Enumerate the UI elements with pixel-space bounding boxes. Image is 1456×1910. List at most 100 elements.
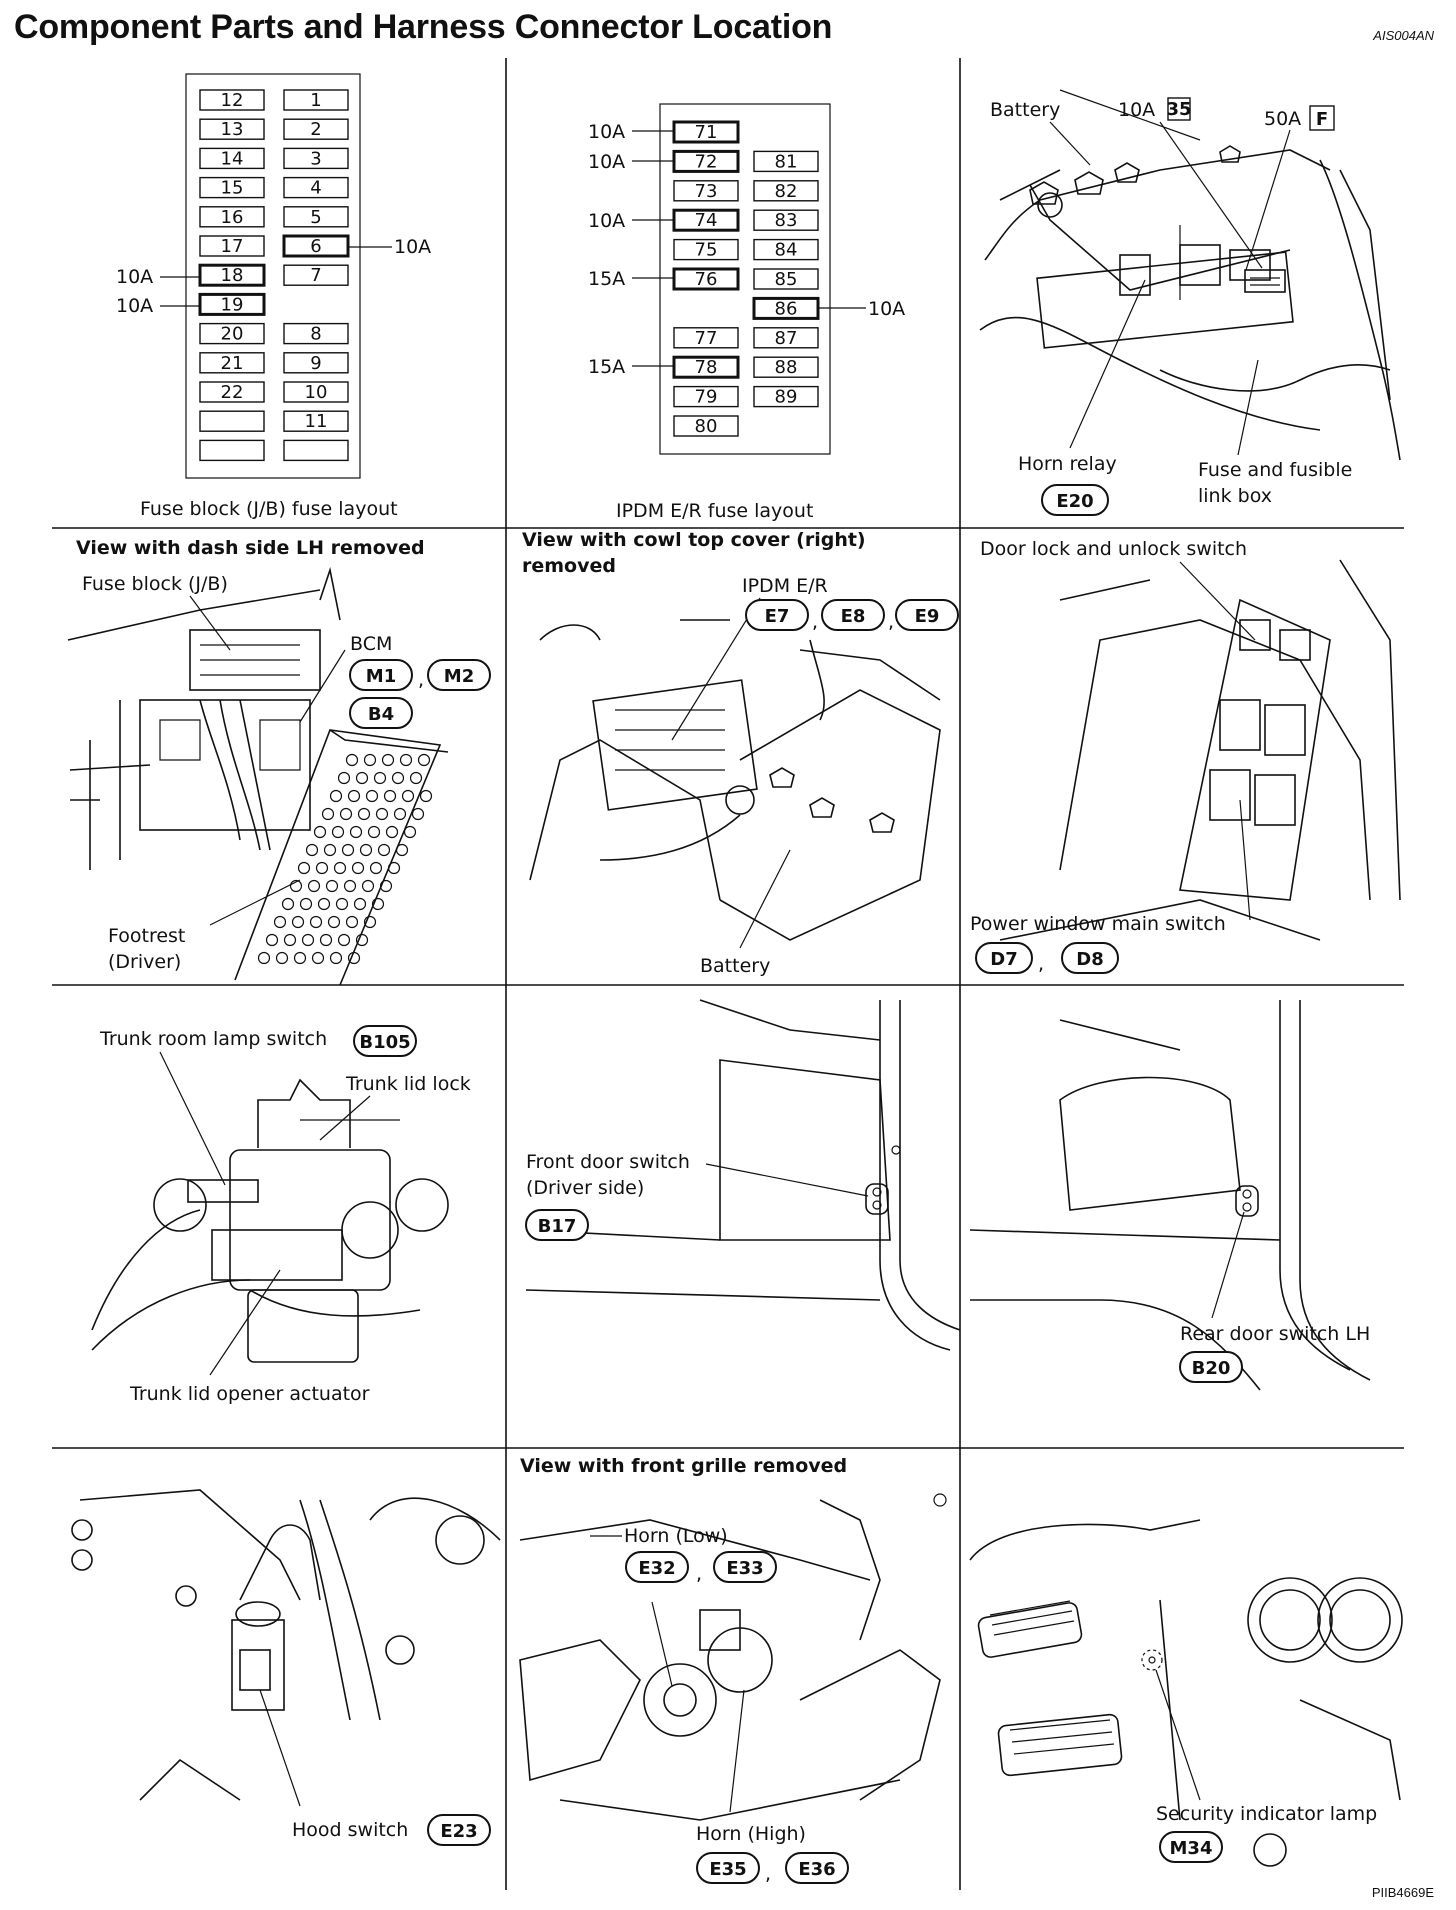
security-panel: Security indicator lamp M34 bbox=[969, 1519, 1403, 1867]
fuse-number: 4 bbox=[310, 178, 321, 199]
fuse-number: 76 bbox=[695, 269, 718, 290]
connector-e9 bbox=[895, 599, 959, 631]
ipdm-fuse-outline bbox=[659, 103, 831, 455]
dashboard-illustration bbox=[969, 1519, 1403, 1867]
footrest-hole bbox=[357, 807, 371, 821]
cowl-comma-1: , bbox=[812, 611, 818, 633]
cowl-illustration bbox=[529, 619, 941, 941]
fuse-slot bbox=[753, 356, 819, 378]
footrest-hole bbox=[307, 879, 321, 893]
fuse-number: 6 bbox=[310, 236, 321, 257]
cowl-heading-line2: removed bbox=[522, 555, 616, 577]
fuse-slot bbox=[672, 267, 740, 291]
footrest-hole bbox=[377, 843, 391, 857]
fuse-number: 7 bbox=[310, 265, 321, 286]
fuse-number: 74 bbox=[695, 210, 718, 231]
battery-box-panel: Battery 10A 35 50A F Horn relay E20 Fuse… bbox=[979, 89, 1401, 516]
connector-d7-label: D7 bbox=[990, 949, 1017, 970]
footrest-hole bbox=[419, 789, 433, 803]
fuse-slot bbox=[672, 355, 740, 379]
figure-code: PIIB4669E bbox=[1371, 1885, 1434, 1900]
fuse-number: 87 bbox=[775, 328, 798, 349]
footrest-hole bbox=[379, 879, 393, 893]
footrest-hole bbox=[351, 861, 365, 875]
fuse-slot bbox=[198, 292, 266, 316]
fuse-slot bbox=[283, 118, 349, 140]
fuse-number: 11 bbox=[305, 411, 328, 432]
dash-side-panel: View with dash side LH removed Fuse bloc… bbox=[67, 537, 491, 986]
fuse-number: 88 bbox=[775, 357, 798, 378]
footrest-hole bbox=[337, 771, 351, 785]
connector-e32-label: E32 bbox=[638, 1558, 675, 1579]
trunk-illustration bbox=[91, 1078, 449, 1363]
hood-panel: Hood switch E23 bbox=[71, 1489, 501, 1846]
footrest-hole bbox=[341, 843, 355, 857]
fuse-number: 3 bbox=[310, 148, 321, 169]
footrest-hole bbox=[257, 951, 271, 965]
battery-box-illustration bbox=[979, 89, 1401, 461]
front-door-switch-label-line2: (Driver side) bbox=[526, 1177, 644, 1199]
fuse-slot bbox=[753, 209, 819, 231]
footrest-hole bbox=[301, 933, 315, 947]
cowl-comma-2: , bbox=[888, 611, 894, 633]
footrest-hole bbox=[363, 915, 377, 929]
front-grille-illustration bbox=[519, 1493, 947, 1821]
rear-door-switch-label: Rear door switch LH bbox=[1180, 1323, 1370, 1345]
fuse-slot bbox=[283, 410, 349, 432]
fuse-76-rating: 15A bbox=[588, 268, 625, 290]
fuse-slot bbox=[199, 89, 265, 111]
fuse-slot bbox=[283, 352, 349, 374]
footrest-hole bbox=[353, 897, 367, 911]
fuse-number: 73 bbox=[695, 181, 718, 202]
connector-m2-label: M2 bbox=[444, 666, 474, 687]
footrest-hole bbox=[395, 843, 409, 857]
fuse-slot bbox=[673, 327, 739, 349]
footrest-label-line1: Footrest bbox=[108, 925, 185, 947]
footrest-hole bbox=[311, 951, 325, 965]
fuse-50a-label: 50A bbox=[1264, 108, 1301, 130]
fuse-slot bbox=[199, 410, 265, 432]
fuse-slot bbox=[283, 322, 349, 345]
footrest-hole bbox=[333, 861, 347, 875]
footrest-hole bbox=[399, 753, 413, 767]
fuse-18-rating: 10A bbox=[116, 266, 153, 288]
fuse-number: 18 bbox=[221, 265, 244, 286]
connector-e33 bbox=[713, 1551, 777, 1583]
fuse-10a-label: 10A bbox=[1118, 99, 1155, 121]
footrest-hole bbox=[393, 807, 407, 821]
fuse-slot bbox=[199, 439, 265, 462]
front-grille-panel: View with front grille removed Horn (Low… bbox=[519, 1455, 947, 1885]
footrest-hole bbox=[305, 843, 319, 857]
footrest-hole bbox=[329, 951, 343, 965]
rear-door-panel: Rear door switch LH B20 bbox=[969, 1000, 1371, 1391]
footrest-hole bbox=[401, 789, 415, 803]
fuse-74-rating: 10A bbox=[588, 210, 625, 232]
footrest-hole bbox=[329, 789, 343, 803]
connector-e23 bbox=[427, 1814, 491, 1846]
footrest-hole bbox=[319, 933, 333, 947]
fuse-slot bbox=[199, 118, 265, 140]
fuse-block-outline bbox=[185, 73, 361, 479]
footrest-hole bbox=[309, 915, 323, 929]
panel-grid bbox=[52, 58, 1404, 1890]
fuse-number: 9 bbox=[310, 353, 321, 374]
fuse-number: 13 bbox=[221, 119, 244, 140]
footrest-hole bbox=[335, 897, 349, 911]
fuse-slot bbox=[672, 120, 740, 144]
fuse-slot bbox=[283, 439, 349, 462]
footrest-hole bbox=[265, 933, 279, 947]
connector-e9-label: E9 bbox=[915, 606, 940, 627]
front-grille-heading: View with front grille removed bbox=[520, 1455, 847, 1477]
connector-e33-label: E33 bbox=[726, 1558, 763, 1579]
footrest-hole bbox=[385, 825, 399, 839]
fuse-slot bbox=[753, 385, 819, 408]
fuse-number: 20 bbox=[221, 324, 244, 345]
footrest-hole bbox=[315, 861, 329, 875]
fuse-72-rating: 10A bbox=[588, 151, 625, 173]
fuse-slot bbox=[283, 381, 349, 403]
cowl-heading-line1: View with cowl top cover (right) bbox=[522, 529, 866, 551]
footrest-hole bbox=[283, 933, 297, 947]
footrest-hole bbox=[317, 897, 331, 911]
